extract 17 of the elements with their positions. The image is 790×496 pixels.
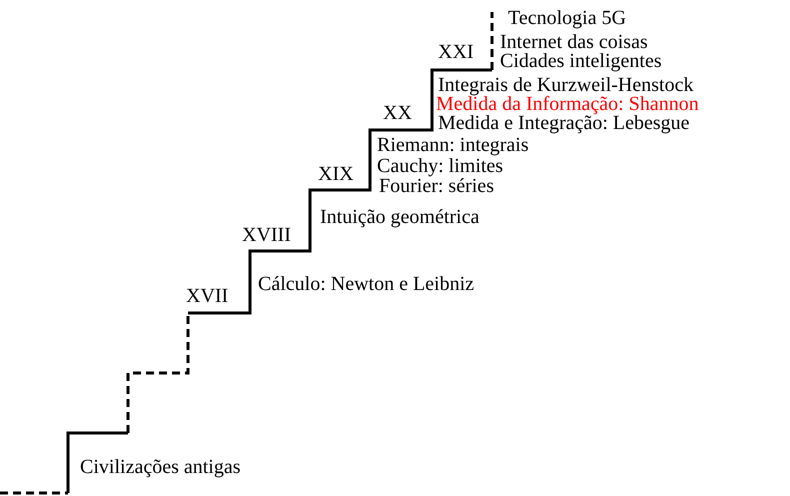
century-label: XXI: [438, 42, 474, 62]
milestone-text: Tecnologia 5G: [508, 8, 626, 28]
milestone-text: Cálculo: Newton e Leibniz: [258, 274, 474, 294]
milestone-text: Integrais de Kurzweil-Henstock: [438, 75, 694, 95]
century-label: XIX: [318, 164, 354, 184]
milestone-text: Intuição geométrica: [320, 207, 480, 227]
milestone-text: Fourier: séries: [379, 176, 494, 196]
milestone-text: Riemann: integrais: [377, 135, 529, 155]
century-label: XVII: [186, 286, 228, 306]
milestone-text: Medida e Integração: Lebesgue: [438, 113, 690, 133]
milestone-text: Internet das coisas: [500, 32, 648, 52]
milestone-text: Medida da Informação: Shannon: [436, 94, 699, 114]
milestone-text: Civilizações antigas: [80, 457, 241, 477]
century-label: XX: [383, 103, 412, 123]
milestone-text: Cidades inteligentes: [500, 51, 662, 71]
century-label: XVIII: [242, 225, 291, 245]
milestone-text: Cauchy: limites: [377, 156, 504, 176]
